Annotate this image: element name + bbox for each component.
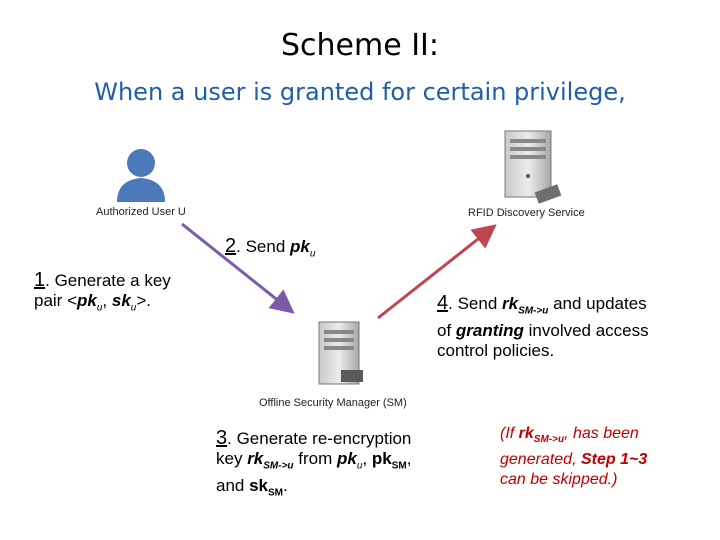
discovery-caption: RFID Discovery Service: [468, 207, 585, 219]
security-manager-caption: Offline Security Manager (SM): [259, 397, 407, 409]
step-1-text: 1. Generate a key pair <pku, sku>.: [34, 269, 171, 314]
send-pk-arrow: [181, 222, 295, 314]
page-title: Scheme II:: [280, 28, 440, 63]
page-subtitle: When a user is granted for certain privi…: [94, 78, 626, 106]
send-rk-arrow: [377, 224, 497, 320]
step-3-text: 3. Generate re-encryption key rkSM->u fr…: [216, 427, 412, 499]
user-icon: [117, 149, 165, 202]
discovery-server-icon: [504, 130, 562, 204]
skip-note: (If rkSM->u, has been generated, Step 1~…: [500, 425, 648, 489]
step-2-text: 2. Send pku: [225, 235, 316, 260]
step-4-text: 4. Send rkSM->u and updates of granting …: [437, 292, 649, 361]
user-caption: Authorized User U: [96, 206, 186, 218]
security-manager-server-icon: [318, 321, 363, 385]
